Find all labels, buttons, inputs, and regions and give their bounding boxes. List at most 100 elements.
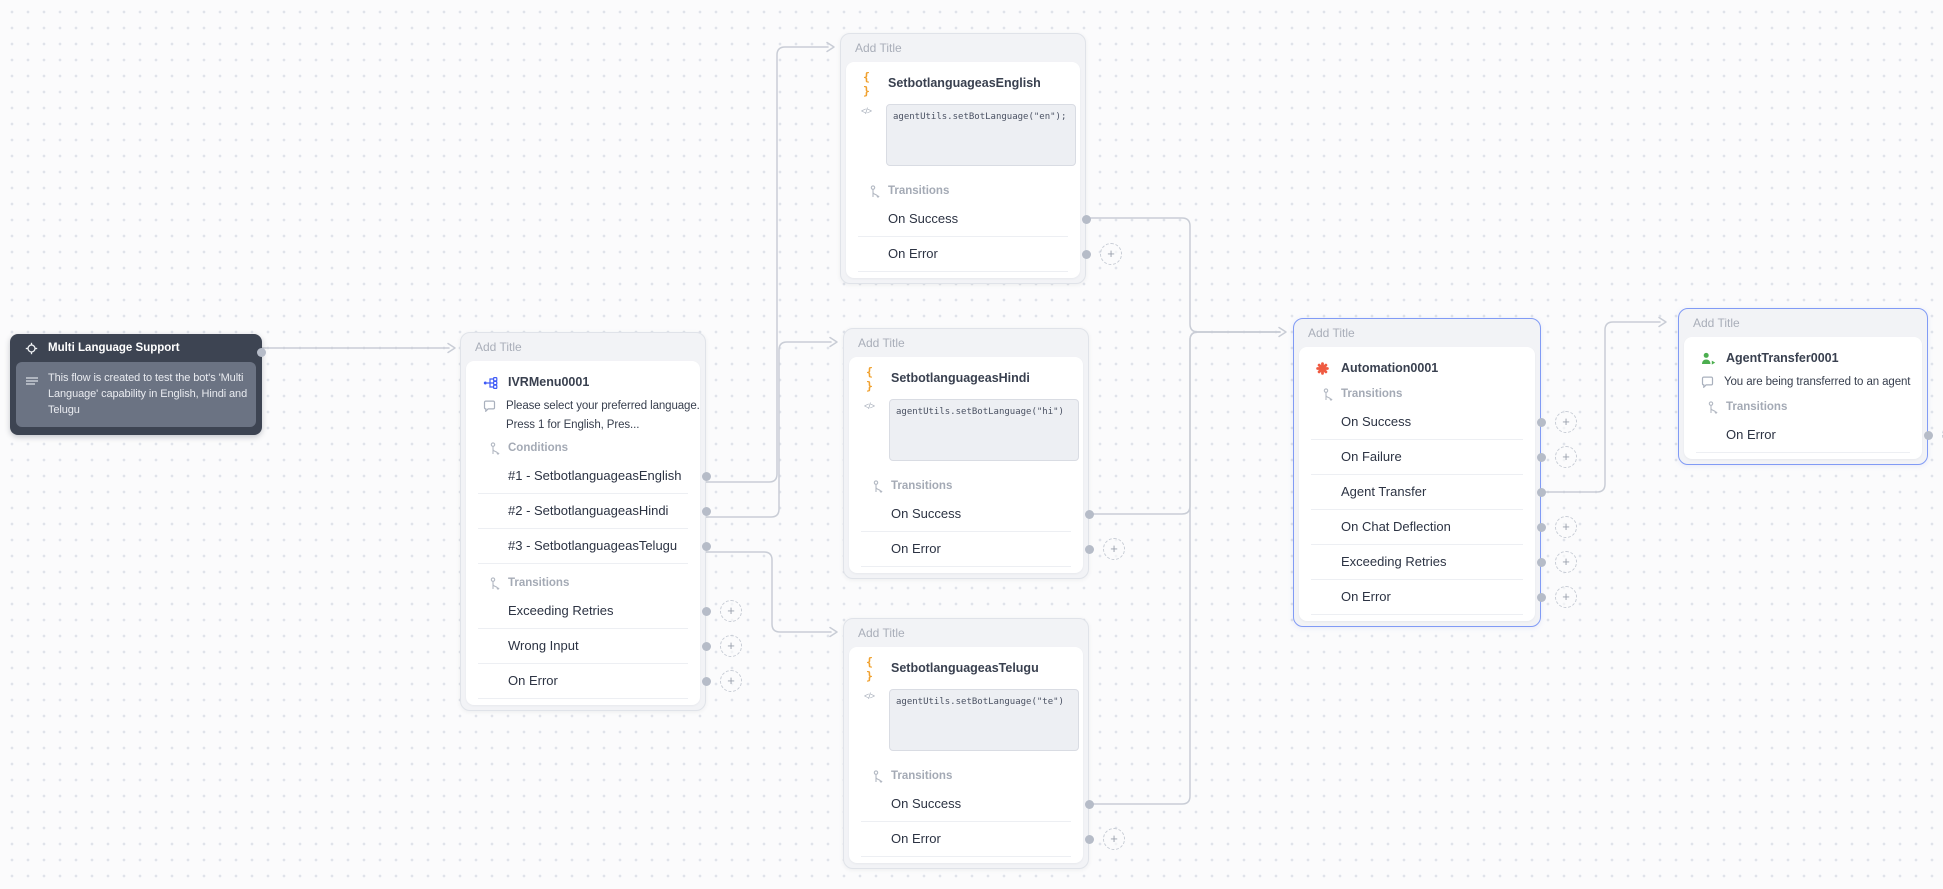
transition-item[interactable]: On Success + xyxy=(1311,405,1577,440)
node-title-placeholder[interactable]: Add Title xyxy=(475,340,522,354)
transition-label: Exceeding Retries xyxy=(1341,554,1447,569)
code-row: </> agentUtils.setBotLanguage("hi") xyxy=(849,399,1083,461)
connection-port[interactable] xyxy=(701,676,711,686)
node-body: { } SetbotlanguageasTelugu </> agentUtil… xyxy=(849,647,1125,863)
connection-port[interactable] xyxy=(1536,557,1546,567)
connection-cond1-to-english[interactable] xyxy=(705,41,835,483)
connection-port[interactable] xyxy=(701,641,711,651)
connection-port[interactable] xyxy=(1536,487,1546,497)
add-connection-button[interactable]: + xyxy=(1100,243,1122,265)
node-set-telugu[interactable]: Add Title { } SetbotlanguageasTelugu </>… xyxy=(843,618,1125,869)
add-connection-button[interactable]: + xyxy=(1555,516,1577,538)
node-message: You are being transferred to an agent xyxy=(1724,376,1911,388)
connection-port[interactable] xyxy=(1084,834,1094,844)
connection-port[interactable] xyxy=(1081,214,1091,224)
node-message-row[interactable]: You are being transferred to an agent xyxy=(1684,371,1922,394)
node-message-row[interactable]: Please select your preferred language. P… xyxy=(466,395,700,437)
node-ivr-menu[interactable]: Add Title IVRMenu0001 xyxy=(460,332,742,711)
transition-item[interactable]: On Error + xyxy=(861,532,1125,567)
connection-english-success-to-automation[interactable] xyxy=(1085,217,1287,338)
transition-item[interactable]: On Error + xyxy=(861,822,1125,857)
node-automation[interactable]: Add Title Automation0001 Transitions xyxy=(1293,318,1577,627)
connection-cond2-to-hindi[interactable] xyxy=(705,336,838,518)
add-connection-button[interactable]: + xyxy=(1103,828,1125,850)
condition-item[interactable]: #3 - SetbotlanguageasTelugu xyxy=(478,529,711,564)
automation-burst-icon xyxy=(1316,361,1331,376)
connection-port[interactable] xyxy=(1536,592,1546,602)
node-set-hindi[interactable]: Add Title { } SetbotlanguageasHindi </> … xyxy=(843,328,1125,579)
add-connection-button[interactable]: + xyxy=(720,600,742,622)
transition-item[interactable]: On Failure + xyxy=(1311,440,1577,475)
add-connection-button[interactable]: + xyxy=(1555,411,1577,433)
transitions-section-label: Transitions xyxy=(466,572,700,594)
connection-cond3-to-telugu[interactable] xyxy=(705,551,838,638)
add-connection-button[interactable]: + xyxy=(720,670,742,692)
connection-note-to-ivrmenu[interactable] xyxy=(259,342,456,354)
connection-port[interactable] xyxy=(1536,417,1546,427)
transitions-section-label: Transitions xyxy=(1684,396,1922,418)
node-name: SetbotlanguageasHindi xyxy=(891,371,1030,385)
node-title-placeholder[interactable]: Add Title xyxy=(858,336,905,350)
add-connection-button[interactable]: + xyxy=(1555,446,1577,468)
node-name-row: { } SetbotlanguageasTelugu xyxy=(849,655,1083,683)
node-multi-language-note[interactable]: Multi Language Support This flow is crea… xyxy=(10,334,266,435)
code-editor[interactable]: agentUtils.setBotLanguage("en"); xyxy=(886,104,1076,166)
connection-port[interactable] xyxy=(701,606,711,616)
connection-port[interactable] xyxy=(1084,799,1094,809)
connection-agenttransfer[interactable] xyxy=(1540,316,1667,493)
transition-item[interactable]: On Error + xyxy=(1311,580,1577,615)
script-braces-icon: { } xyxy=(866,364,874,393)
note-title: Multi Language Support xyxy=(48,342,180,354)
connection-port[interactable] xyxy=(1536,522,1546,532)
transition-item[interactable]: On Success xyxy=(861,787,1094,822)
condition-item[interactable]: #1 - SetbotlanguageasEnglish xyxy=(478,459,711,494)
node-title-placeholder[interactable]: Add Title xyxy=(1308,326,1355,340)
code-row: </> agentUtils.setBotLanguage("te") xyxy=(849,689,1083,751)
transition-item[interactable]: Exceeding Retries + xyxy=(478,594,742,629)
connection-port[interactable] xyxy=(1084,509,1094,519)
connection-port[interactable] xyxy=(256,348,266,357)
add-connection-button[interactable]: + xyxy=(1555,586,1577,608)
connection-port[interactable] xyxy=(701,471,711,481)
chat-bubble-icon xyxy=(483,400,496,419)
transition-item[interactable]: On Error + xyxy=(1696,418,1943,453)
node-body: IVRMenu0001 Please select your preferred… xyxy=(466,361,742,705)
add-connection-button[interactable]: + xyxy=(1103,538,1125,560)
connection-telugu-success-to-automation[interactable] xyxy=(1088,331,1281,805)
transition-item[interactable]: On Chat Deflection + xyxy=(1311,510,1577,545)
connection-port[interactable] xyxy=(1536,452,1546,462)
transition-item[interactable]: On Success xyxy=(861,497,1094,532)
node-set-english[interactable]: Add Title { } SetbotlanguageasEnglish </… xyxy=(840,33,1122,284)
transition-item[interactable]: Wrong Input + xyxy=(478,629,742,664)
add-connection-button[interactable]: + xyxy=(720,635,742,657)
connection-port[interactable] xyxy=(1081,249,1091,259)
transition-item[interactable]: On Success xyxy=(858,202,1091,237)
node-name-row: AgentTransfer0001 xyxy=(1684,345,1922,371)
agent-transfer-icon xyxy=(1701,351,1716,366)
connection-port[interactable] xyxy=(1084,544,1094,554)
add-connection-button[interactable]: + xyxy=(1555,551,1577,573)
node-title-placeholder[interactable]: Add Title xyxy=(858,626,905,640)
node-title-placeholder[interactable]: Add Title xyxy=(1693,316,1740,330)
transition-label: Wrong Input xyxy=(508,638,579,653)
connection-hindi-success-to-automation[interactable] xyxy=(1088,331,1281,515)
connection-port[interactable] xyxy=(1923,430,1933,440)
transition-item[interactable]: Agent Transfer xyxy=(1311,475,1546,510)
transition-label: On Failure xyxy=(1341,449,1402,464)
node-name: SetbotlanguageasTelugu xyxy=(891,661,1039,675)
connection-port[interactable] xyxy=(701,541,711,551)
node-agent-transfer[interactable]: Add Title AgentTransfer0001 You are bein… xyxy=(1678,308,1943,465)
transition-item[interactable]: Exceeding Retries + xyxy=(1311,545,1577,580)
transition-item[interactable]: On Error + xyxy=(478,664,742,699)
node-body: Automation0001 Transitions On Success + … xyxy=(1299,347,1577,621)
code-editor[interactable]: agentUtils.setBotLanguage("hi") xyxy=(889,399,1079,461)
connection-port[interactable] xyxy=(701,506,711,516)
code-editor[interactable]: agentUtils.setBotLanguage("te") xyxy=(889,689,1079,751)
condition-item[interactable]: #2 - SetbotlanguageasHindi xyxy=(478,494,711,529)
transition-item[interactable]: On Error + xyxy=(858,237,1122,272)
transition-label: Exceeding Retries xyxy=(508,603,614,618)
note-body-panel[interactable]: This flow is created to test the bot's '… xyxy=(16,362,256,427)
node-title-placeholder[interactable]: Add Title xyxy=(855,41,902,55)
